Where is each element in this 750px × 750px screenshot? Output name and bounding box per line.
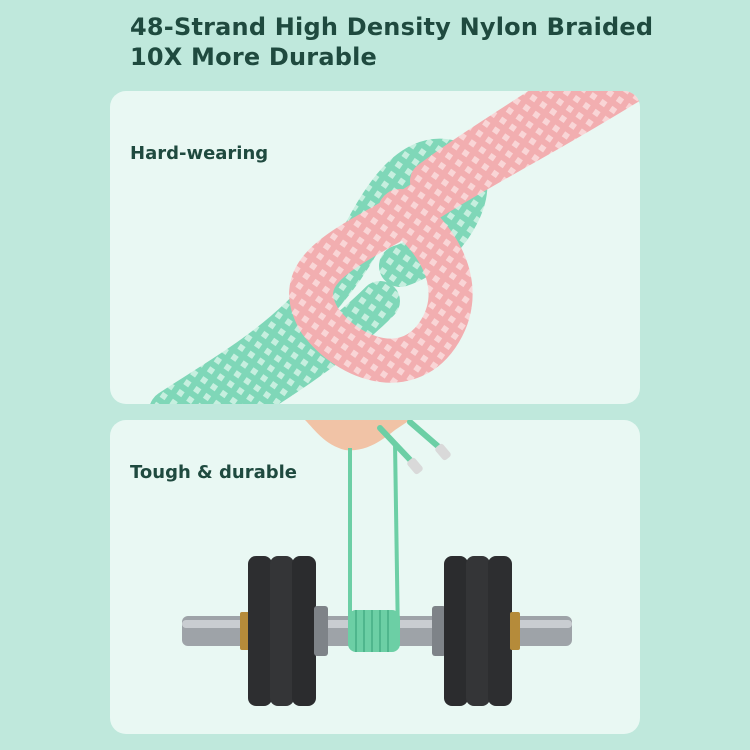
cable-connector-2: [407, 420, 443, 451]
cable-connector-1: [377, 425, 418, 468]
usb-c-plug-1: [407, 457, 423, 475]
knotted-cable-illustration: [150, 91, 640, 404]
brass-collar-right: [510, 612, 520, 650]
tough-durable-card: Tough & durable: [110, 420, 640, 734]
hard-wearing-label: Hard-wearing: [130, 143, 269, 164]
green-cable-second-strand: [211, 281, 400, 404]
usb-c-plug-2: [435, 443, 451, 461]
dumbbell-illustration: [182, 420, 572, 706]
hand-icon: [305, 420, 410, 451]
hard-wearing-card: Hard-wearing: [110, 91, 640, 404]
headline: 48-Strand High Density Nylon Braided 10X…: [130, 12, 653, 72]
headline-line-1: 48-Strand High Density Nylon Braided: [130, 13, 654, 41]
pink-cable-second-strand: [410, 91, 598, 201]
collar-right: [432, 606, 446, 656]
tough-durable-label: Tough & durable: [130, 462, 297, 483]
headline-line-2: 10X More Durable: [130, 43, 378, 71]
plate-left-1: [248, 556, 272, 706]
brass-collar-left: [240, 612, 250, 650]
plate-right-3: [488, 556, 512, 706]
collar-left: [314, 606, 328, 656]
plate-left-2: [270, 556, 294, 706]
plate-left-3: [292, 556, 316, 706]
plate-right-2: [466, 556, 490, 706]
plate-right-1: [444, 556, 468, 706]
cable-strand-right: [393, 441, 400, 641]
